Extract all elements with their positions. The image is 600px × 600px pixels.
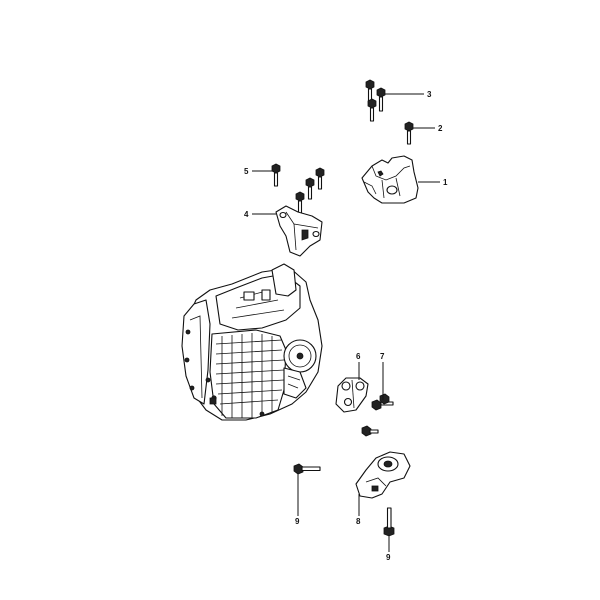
bolt-2 bbox=[404, 121, 414, 145]
bolt bbox=[295, 191, 305, 214]
callout-3: 3 bbox=[427, 90, 432, 99]
bolt-group-5 bbox=[271, 163, 325, 214]
callout-labels: 1 2 3 4 5 6 7 8 9 9 bbox=[244, 90, 448, 562]
callout-6: 6 bbox=[356, 352, 361, 361]
callout-8: 8 bbox=[356, 517, 361, 526]
bracket-4 bbox=[275, 205, 323, 257]
bolt-7 bbox=[371, 393, 394, 411]
bolt-group-3 bbox=[365, 79, 386, 122]
bolt bbox=[271, 163, 281, 187]
callout-7: 7 bbox=[380, 352, 385, 361]
callout-9-bottom: 9 bbox=[386, 553, 391, 562]
transmission-assembly bbox=[181, 263, 323, 421]
bolt bbox=[305, 177, 315, 200]
long-bolt-9b bbox=[383, 507, 395, 537]
engine-mount-1 bbox=[361, 155, 419, 204]
leader-lines bbox=[252, 93, 440, 552]
callout-2: 2 bbox=[438, 124, 443, 133]
bracket-6 bbox=[335, 377, 369, 413]
callout-5: 5 bbox=[244, 167, 249, 176]
mount-8 bbox=[355, 451, 411, 499]
bolt bbox=[315, 167, 325, 190]
bolt-lower bbox=[361, 425, 379, 437]
bolt bbox=[367, 98, 377, 122]
bolt bbox=[376, 87, 386, 112]
callout-9-left: 9 bbox=[295, 517, 300, 526]
callout-1: 1 bbox=[443, 178, 448, 187]
callout-4: 4 bbox=[244, 210, 249, 219]
pan-grid bbox=[215, 333, 285, 418]
long-bolt-9a bbox=[293, 463, 321, 475]
